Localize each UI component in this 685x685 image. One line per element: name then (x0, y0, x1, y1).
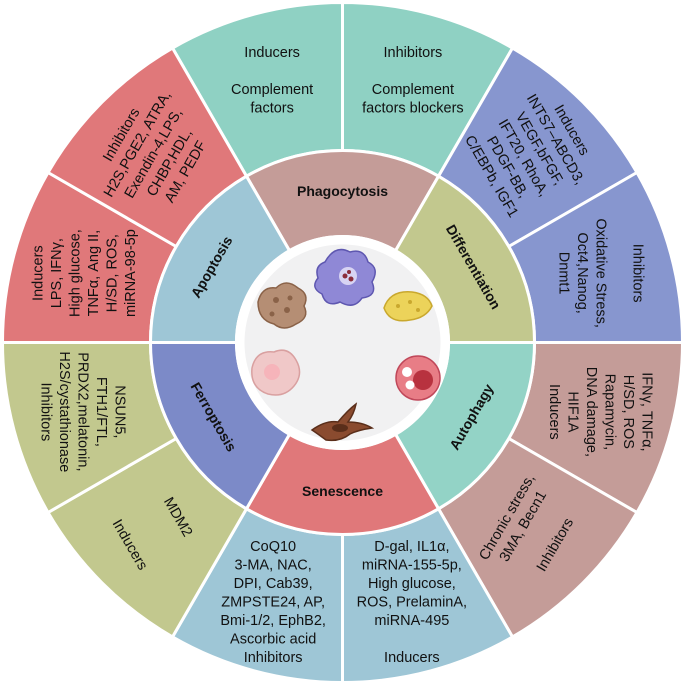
differentiation-segment: Differentiation (393, 174, 537, 344)
text-line: H2S/cystathionase (56, 351, 72, 472)
senescence-segment: Senescence (244, 432, 441, 536)
senescence-label: Senescence (302, 483, 383, 499)
inner-ring: PhagocytosisDifferentiationAutophagySene… (148, 149, 537, 536)
text-line: NSUN5, (112, 385, 128, 438)
apo-inhibitors-segment: InhibitorsH2S,PGE2, ATRA,Exendin-4,LPS,C… (46, 46, 249, 249)
text-line: H/SD, ROS, (104, 234, 120, 312)
text-line: Inhibitors (383, 45, 442, 61)
text-line: Oct4,Nanog, (574, 232, 590, 313)
brown-cell-icon (257, 282, 307, 329)
text-line: TNFα, Ang II, (86, 230, 102, 317)
sen-inducers-text: D-gal, IL1α, miRNA-155-5p, High glucose, RO… (357, 539, 467, 666)
text-line: Inducers (30, 245, 46, 301)
text-line: Complement (231, 82, 313, 98)
text-line: factors blockers (362, 101, 464, 117)
text-line: Inducers (546, 384, 562, 440)
sen-inducers-segment: D-gal, IL1α, miRNA-155-5p, High glucose, RO… (341, 506, 515, 685)
text-line: Inhibitors (38, 382, 54, 441)
text-line: Inducers (244, 45, 300, 61)
text-line: High glucose, (67, 229, 83, 317)
sen-inhibitors-text: CoQ10 3-MA, NAC, DPI, Cab39, ZMPSTE24, AP, B… (220, 539, 326, 666)
text-line: DPI, Cab39, (234, 576, 313, 592)
text-line: CoQ10 (250, 539, 296, 555)
auto-inhibitors-segment: Chronic stress,3MA, Becn1Inhibitors (436, 436, 639, 639)
text-line: DNA damage, (583, 367, 599, 457)
yellow-cell-icon (383, 291, 433, 322)
pink-cell-icon (251, 349, 301, 396)
center-cells (244, 244, 441, 442)
text-line: PRDX2,melatonin, (75, 352, 91, 471)
text-line: H/SD, ROS (620, 375, 636, 449)
ferro-inhibitors-text: NSUN5,FTH1/FTL,PRDX2,melatonin,H2S/cysta… (38, 351, 128, 472)
text-line: factors (250, 101, 294, 117)
text-line: LPS, IFNγ, (49, 238, 65, 308)
macrophage-icon (314, 248, 376, 306)
text-line: ZMPSTE24, AP, (221, 594, 325, 610)
text-line: Rapamycin, (602, 374, 618, 451)
sen-inhibitors-segment: CoQ10 3-MA, NAC, DPI, Cab39, ZMPSTE24, AP, B… (170, 506, 344, 685)
text-line: miRNA-155-5p, (362, 557, 462, 573)
text-line: Ascorbic acid (230, 631, 316, 647)
text-line: D-gal, IL1α, (374, 539, 449, 555)
text-line: miRNA-98-5p (123, 229, 139, 317)
text-line: IFNγ, TNFα, (639, 372, 655, 451)
diff-inducers-text: InducersINTS7–ABCD3,VEGF,bFGF,IFT20, Rho… (459, 82, 604, 224)
auto-inducers-text: IFNγ, TNFα,H/SD, ROSRapamycin,DNA damage… (546, 367, 655, 457)
fibroblast-icon (310, 402, 375, 442)
diff-inhibitors-segment: Inhibitors Oxidative Stress,Oct4,Nanog,Dn… (506, 170, 685, 344)
diff-inhibitors-text: Inhibitors Oxidative Stress,Oct4,Nanog,Dn… (555, 218, 645, 328)
phagocytosis-label: Phagocytosis (297, 183, 388, 199)
text-line: Inhibitors (244, 650, 303, 666)
text-line: High glucose, (368, 576, 456, 592)
text-line: ROS, PrelaminA, (357, 594, 467, 610)
text-line: Inhibitors (629, 244, 645, 303)
diff-inducers-segment: InducersINTS7–ABCD3,VEGF,bFGF,IFT20, Rho… (436, 46, 639, 249)
text-line: Inducers (384, 650, 440, 666)
text-line: Complement (372, 82, 454, 98)
text-line: Dnmt1 (555, 252, 571, 295)
text-line: Oxidative Stress, (592, 218, 608, 328)
text-line: HIF1A (565, 391, 581, 432)
text-line: FTH1/FTL, (93, 377, 109, 447)
text-line: miRNA-495 (374, 613, 449, 629)
red-cell-icon (395, 355, 441, 401)
text-line: Bmi-1/2, EphB2, (220, 613, 326, 629)
text-line: 3-MA, NAC, (234, 557, 311, 573)
